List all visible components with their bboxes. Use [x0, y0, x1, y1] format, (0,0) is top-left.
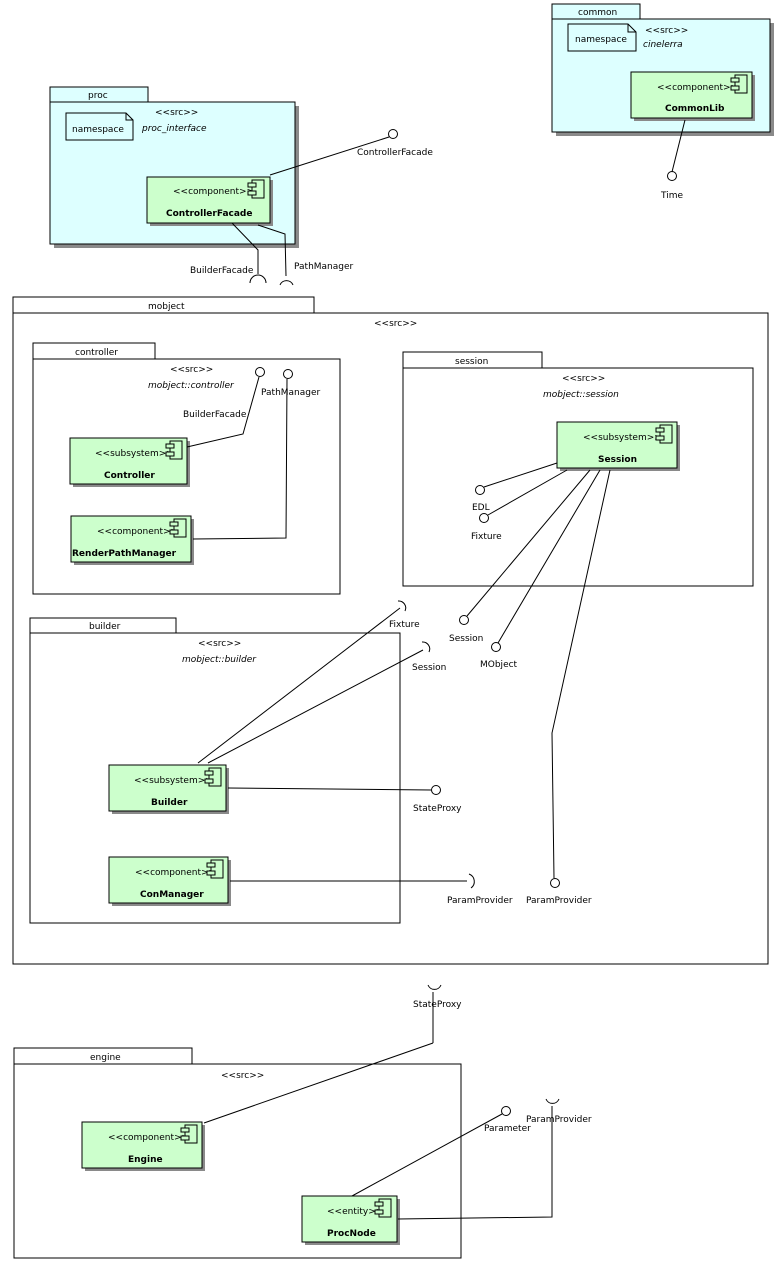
interface-pathmanager-req-label: PathManager	[294, 262, 354, 272]
interface-edl-label: EDL	[472, 503, 490, 513]
component-icon	[730, 74, 748, 94]
socket-paramprovider-engine	[545, 1098, 560, 1104]
svg-text:ControllerFacade: ControllerFacade	[166, 209, 252, 219]
component-builder[interactable]: <<subsystem>> Builder	[108, 764, 229, 814]
svg-text:<<component>>: <<component>>	[173, 187, 254, 197]
interface-builderfacade-lollipop	[255, 367, 265, 377]
socket-session	[421, 641, 431, 653]
socket-pathmanager	[279, 280, 294, 286]
namespace-note-proc: namespace	[65, 112, 134, 141]
interface-pathmanager-label: PathManager	[261, 388, 321, 398]
socket-fixture	[397, 600, 407, 612]
component-procnode[interactable]: <<entity>> ProcNode	[301, 1195, 400, 1245]
package-controller-stereotype: <<src>>	[170, 365, 213, 375]
socket-builderfacade	[249, 274, 267, 284]
package-common-stereotype: <<src>>	[645, 26, 688, 36]
svg-text:ConManager: ConManager	[140, 890, 204, 900]
interface-mobject-label: MObject	[480, 660, 518, 670]
package-controller-namespace: mobject::controller	[148, 381, 235, 391]
package-mobject-stereotype: <<src>>	[374, 319, 417, 329]
interface-time-label: Time	[660, 191, 683, 201]
package-engine-name: engine	[90, 1053, 121, 1063]
socket-paramprovider	[468, 873, 475, 889]
interface-mobject-lollipop	[491, 642, 501, 652]
interface-session-req-label: Session	[412, 663, 446, 673]
interface-pathmanager-lollipop	[283, 369, 293, 379]
interface-controllerfacade-lollipop	[388, 129, 398, 139]
svg-text:Builder: Builder	[151, 798, 188, 808]
svg-text:namespace: namespace	[72, 125, 124, 135]
component-icon	[206, 859, 224, 879]
svg-text:<<subsystem>>: <<subsystem>>	[95, 449, 174, 459]
package-mobject-name: mobject	[148, 302, 185, 312]
interface-fixture-session-lollipop	[479, 513, 489, 523]
interface-parameter-lollipop	[501, 1106, 511, 1116]
svg-text:<<component>>: <<component>>	[135, 868, 216, 878]
package-controller-name: controller	[75, 348, 118, 358]
svg-text:RenderPathManager: RenderPathManager	[72, 549, 177, 559]
component-engine[interactable]: <<component>> Engine	[81, 1121, 205, 1171]
svg-text:<<component>>: <<component>>	[97, 527, 178, 537]
svg-text:Controller: Controller	[104, 471, 155, 481]
interface-session-prov-label: Session	[449, 634, 483, 644]
interface-time-lollipop	[667, 171, 677, 181]
component-icon	[374, 1198, 392, 1218]
package-builder-namespace: mobject::builder	[182, 655, 257, 665]
svg-text:<<subsystem>>: <<subsystem>>	[583, 433, 662, 443]
interface-paramprovider-prov-label: ParamProvider	[526, 896, 592, 906]
interface-parameter-label: Parameter	[484, 1124, 531, 1134]
package-proc-name: proc	[88, 91, 108, 101]
package-builder-name: builder	[89, 622, 121, 632]
component-commonlib[interactable]: <<component>> CommonLib	[630, 71, 755, 121]
package-builder-stereotype: <<src>>	[198, 639, 241, 649]
interface-controllerfacade-label: ControllerFacade	[357, 148, 433, 158]
package-session-stereotype: <<src>>	[562, 374, 605, 384]
component-session[interactable]: <<subsystem>> Session	[556, 421, 680, 471]
component-icon	[169, 518, 187, 538]
component-conmanager[interactable]: <<component>> ConManager	[108, 856, 231, 906]
component-icon	[247, 179, 265, 199]
interface-fixture-req-label: Fixture	[389, 620, 420, 630]
interface-paramprovider-prov-lollipop	[550, 878, 560, 888]
package-common-namespace: cinelerra	[643, 40, 683, 50]
svg-text:<<component>>: <<component>>	[108, 1133, 189, 1143]
namespace-note-common: namespace	[567, 23, 637, 52]
package-common-name: common	[578, 8, 617, 18]
svg-text:Session: Session	[598, 455, 637, 465]
component-renderpathmanager[interactable]: <<component>> RenderPathManager	[70, 515, 194, 565]
interface-fixture-session-label: Fixture	[471, 532, 502, 542]
package-proc-namespace: proc_interface	[141, 124, 207, 134]
interface-paramprovider-engine-label: ParamProvider	[526, 1115, 592, 1125]
package-session-name: session	[455, 357, 488, 367]
svg-text:<<component>>: <<component>>	[657, 83, 738, 93]
component-controller[interactable]: <<subsystem>> Controller	[69, 437, 190, 487]
package-engine-stereotype: <<src>>	[221, 1071, 264, 1081]
svg-text:namespace: namespace	[575, 35, 627, 45]
interface-stateproxy-req-label: StateProxy	[413, 1000, 462, 1010]
package-proc-stereotype: <<src>>	[155, 108, 198, 118]
component-icon	[165, 440, 183, 460]
component-icon	[180, 1124, 198, 1144]
svg-text:Engine: Engine	[128, 1155, 163, 1165]
interface-stateproxy-prov-lollipop	[431, 785, 441, 795]
component-icon	[204, 767, 222, 787]
interface-session-lollipop	[459, 615, 469, 625]
package-session: session <<src>> mobject::session	[402, 351, 754, 587]
interface-builderfacade-label: BuilderFacade	[183, 410, 247, 420]
interface-builderfacade-req-label: BuilderFacade	[190, 266, 254, 276]
package-session-namespace: mobject::session	[543, 390, 619, 400]
component-controllerfacade[interactable]: <<component>> ControllerFacade	[146, 176, 273, 226]
svg-text:CommonLib: CommonLib	[665, 104, 725, 114]
interface-paramprovider-req-label: ParamProvider	[447, 896, 513, 906]
interface-edl-lollipop	[475, 485, 485, 495]
svg-text:<<entity>>: <<entity>>	[327, 1207, 383, 1217]
socket-stateproxy	[427, 984, 442, 990]
component-icon	[655, 424, 673, 444]
svg-text:ProcNode: ProcNode	[327, 1229, 376, 1239]
svg-text:<<subsystem>>: <<subsystem>>	[134, 776, 213, 786]
interface-stateproxy-prov-label: StateProxy	[413, 804, 462, 814]
